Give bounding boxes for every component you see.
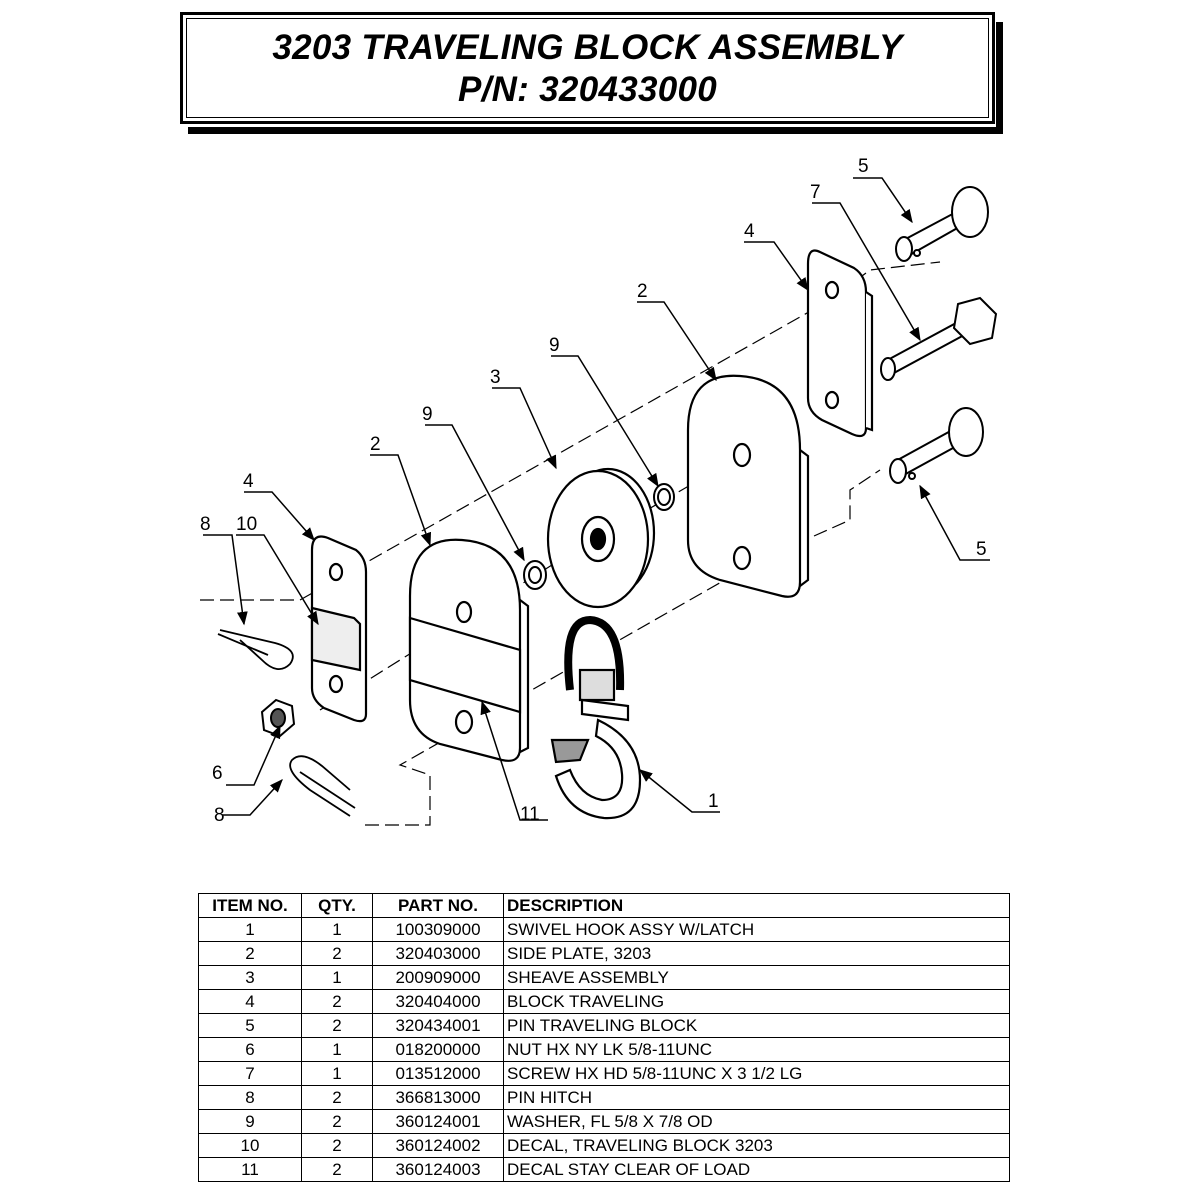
callout-labels: 5 7 4 2 9 3 9 2 4 5 8 10 6 1 8 11 [200, 156, 987, 826]
item-no-cell: 11 [198, 1157, 302, 1182]
callout-7: 7 [810, 182, 821, 203]
table-row: 4 2 320404000 BLOCK TRAVELING [198, 989, 1010, 1014]
item-no-cell: 2 [198, 941, 302, 966]
part-no-cell: 366813000 [372, 1085, 504, 1110]
table-row: 7 1 013512000 SCREW HX HD 5/8-11UNC X 3 … [198, 1061, 1010, 1086]
callout-9-left: 9 [422, 404, 433, 425]
upper-hitch-pin [217, 629, 294, 670]
table-row: 9 2 360124001 WASHER, FL 5/8 X 7/8 OD [198, 1109, 1010, 1134]
title-frame [180, 12, 995, 124]
left-block-plate [310, 535, 368, 723]
item-no-cell: 8 [198, 1085, 302, 1110]
bom-header-row: ITEM NO. QTY. PART NO. DESCRIPTION [198, 893, 1010, 918]
part-no-cell: 100309000 [372, 917, 504, 942]
callout-6: 6 [212, 763, 223, 784]
table-row: 8 2 366813000 PIN HITCH [198, 1085, 1010, 1110]
callout-11: 11 [520, 804, 540, 825]
description-cell: SIDE PLATE, 3203 [503, 941, 1010, 966]
qty-cell: 1 [301, 965, 373, 990]
title-frame-shadow [188, 22, 1003, 134]
table-row: 10 2 360124002 DECAL, TRAVELING BLOCK 32… [198, 1133, 1010, 1158]
washer-left [523, 560, 547, 590]
qty-cell: 1 [301, 917, 373, 942]
upper-pin-part [895, 186, 989, 262]
swivel-hook [550, 615, 642, 820]
item-no-cell: 4 [198, 989, 302, 1014]
table-row: 11 2 360124003 DECAL STAY CLEAR OF LOAD [198, 1157, 1010, 1182]
callout-2-left: 2 [370, 434, 381, 455]
table-row: 6 1 018200000 NUT HX NY LK 5/8-11UNC [198, 1037, 1010, 1062]
description-cell: PIN HITCH [503, 1085, 1010, 1110]
sheave-part [546, 467, 656, 609]
callout-4-left: 4 [243, 471, 254, 492]
callout-10: 10 [236, 514, 257, 535]
description-cell: SCREW HX HD 5/8-11UNC X 3 1/2 LG [503, 1061, 1010, 1086]
column-header-part-no: PART NO. [372, 893, 504, 918]
qty-cell: 2 [301, 1109, 373, 1134]
table-row: 5 2 320434001 PIN TRAVELING BLOCK [198, 1013, 1010, 1038]
lower-pin-part [889, 407, 984, 484]
item-no-cell: 5 [198, 1013, 302, 1038]
qty-cell: 1 [301, 1061, 373, 1086]
table-row: 2 2 320403000 SIDE PLATE, 3203 [198, 941, 1010, 966]
hex-screw-part [880, 296, 998, 381]
qty-cell: 2 [301, 1085, 373, 1110]
washer-right [653, 483, 675, 511]
left-side-plate [408, 538, 530, 762]
title-frame-inner [186, 18, 989, 118]
item-no-cell: 3 [198, 965, 302, 990]
item-no-cell: 1 [198, 917, 302, 942]
callout-3: 3 [490, 367, 501, 388]
part-no-cell: 018200000 [372, 1037, 504, 1062]
callout-5-upper: 5 [858, 156, 869, 177]
callout-5-lower: 5 [976, 539, 987, 560]
part-no-cell: 013512000 [372, 1061, 504, 1086]
description-cell: SHEAVE ASSEMBLY [503, 965, 1010, 990]
qty-cell: 2 [301, 1157, 373, 1182]
part-no-cell: 320403000 [372, 941, 504, 966]
right-side-plate [686, 374, 810, 598]
callout-1: 1 [708, 791, 719, 812]
description-cell: DECAL STAY CLEAR OF LOAD [503, 1157, 1010, 1182]
callout-2-right: 2 [637, 281, 648, 302]
qty-cell: 2 [301, 989, 373, 1014]
callout-4-right: 4 [744, 221, 755, 242]
callout-8-lower: 8 [214, 805, 225, 826]
drawing-title: 3203 TRAVELING BLOCK ASSEMBLY [272, 28, 903, 67]
column-header-item-no: ITEM NO. [198, 893, 302, 918]
table-row: 1 1 100309000 SWIVEL HOOK ASSY W/LATCH [198, 917, 1010, 942]
part-no-cell: 360124003 [372, 1157, 504, 1182]
item-no-cell: 7 [198, 1061, 302, 1086]
description-cell: PIN TRAVELING BLOCK [503, 1013, 1010, 1038]
part-no-cell: 200909000 [372, 965, 504, 990]
lower-hitch-pin [289, 755, 356, 817]
description-cell: DECAL, TRAVELING BLOCK 3203 [503, 1133, 1010, 1158]
bill-of-materials-table: ITEM NO. QTY. PART NO. DESCRIPTION 1 1 1… [198, 893, 1010, 1182]
part-no-cell: 320404000 [372, 989, 504, 1014]
description-cell: WASHER, FL 5/8 X 7/8 OD [503, 1109, 1010, 1134]
item-no-cell: 9 [198, 1109, 302, 1134]
description-cell: NUT HX NY LK 5/8-11UNC [503, 1037, 1010, 1062]
qty-cell: 2 [301, 1133, 373, 1158]
column-header-qty: QTY. [301, 893, 373, 918]
callout-8-upper: 8 [200, 514, 211, 535]
callout-9-right: 9 [549, 335, 560, 356]
qty-cell: 2 [301, 1013, 373, 1038]
table-row: 3 1 200909000 SHEAVE ASSEMBLY [198, 965, 1010, 990]
item-no-cell: 6 [198, 1037, 302, 1062]
exploded-view-drawing: 5 7 4 2 9 3 9 2 4 5 8 10 6 1 8 11 [200, 156, 998, 826]
description-cell: SWIVEL HOOK ASSY W/LATCH [503, 917, 1010, 942]
part-no-cell: 360124001 [372, 1109, 504, 1134]
part-no-cell: 320434001 [372, 1013, 504, 1038]
part-no-cell: 360124002 [372, 1133, 504, 1158]
description-cell: BLOCK TRAVELING [503, 989, 1010, 1014]
column-header-description: DESCRIPTION [503, 893, 1010, 918]
qty-cell: 2 [301, 941, 373, 966]
right-block-plate [806, 249, 874, 438]
lock-nut [260, 698, 296, 738]
item-no-cell: 10 [198, 1133, 302, 1158]
part-number-title: P/N: 320433000 [457, 70, 718, 109]
qty-cell: 1 [301, 1037, 373, 1062]
